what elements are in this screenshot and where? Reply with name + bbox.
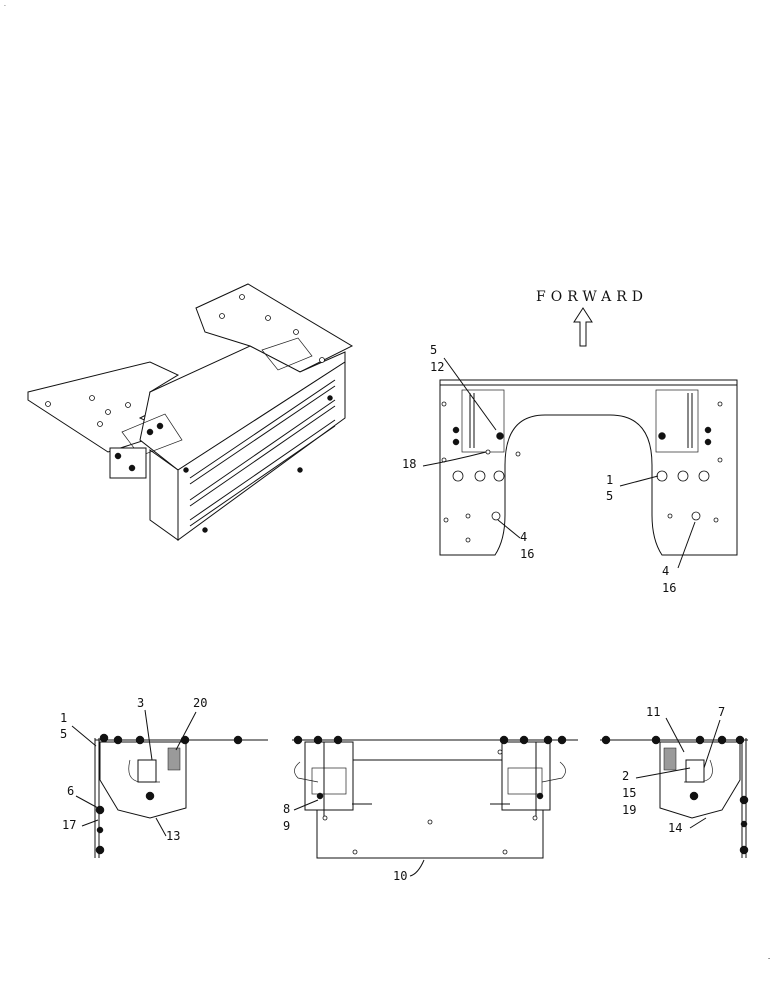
elevation-view	[94, 733, 749, 859]
callout-13: 13	[166, 829, 180, 843]
callout-9: 9	[283, 819, 290, 833]
callout-7: 7	[718, 705, 725, 719]
right-bracket-assembly	[601, 735, 749, 858]
callout-19: 19	[622, 803, 636, 817]
callout-5-bottom-left: 5	[60, 727, 67, 741]
callout-2: 2	[622, 769, 629, 783]
corner-mark-top: .	[4, 1, 6, 8]
corner-mark-bottom: -	[768, 955, 770, 962]
forward-label: FORWARD	[536, 289, 648, 305]
callout-3: 3	[137, 696, 144, 710]
iso-side-hardware	[109, 395, 333, 533]
iso-holes	[45, 294, 325, 427]
callout-20: 20	[193, 696, 207, 710]
elevation-callouts: 1 5 3 20 6 17 13 8 9 10 11 7 2 15 19 14	[60, 696, 725, 883]
plan-view-frame	[439, 379, 738, 556]
callout-16-mid: 16	[520, 547, 534, 561]
callout-16-right: 16	[662, 581, 676, 595]
callout-4-right: 4	[662, 564, 669, 578]
callout-5-right: 5	[606, 489, 613, 503]
forward-arrow-icon	[573, 307, 593, 347]
callout-15: 15	[622, 786, 636, 800]
callout-17: 17	[62, 818, 76, 832]
callout-8: 8	[283, 802, 290, 816]
callout-10: 10	[393, 869, 407, 883]
callout-1-right: 1	[606, 473, 613, 487]
forward-indicator: FORWARD	[536, 289, 648, 347]
callout-4-mid: 4	[520, 530, 527, 544]
isometric-frame-view	[27, 283, 354, 541]
callout-18: 18	[402, 457, 416, 471]
callout-6: 6	[67, 784, 74, 798]
callout-11: 11	[646, 705, 660, 719]
callout-12-top: 12	[430, 360, 444, 374]
callout-14: 14	[668, 821, 682, 835]
left-bracket-assembly	[94, 733, 243, 858]
callout-1-bottom-left: 1	[60, 711, 67, 725]
plan-callouts: 5 12 18 4 16 1 5 4 16	[402, 343, 696, 595]
center-plate-assembly	[293, 735, 567, 859]
plan-holes	[441, 401, 723, 543]
callout-5-top: 5	[430, 343, 437, 357]
